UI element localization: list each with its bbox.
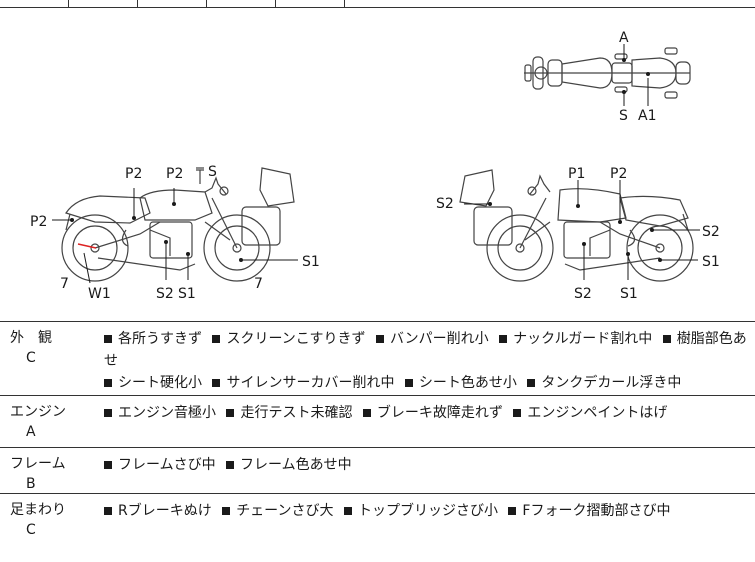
motorcycle-right-view-icon — [459, 169, 694, 282]
motorcycle-top-view-icon — [524, 47, 691, 99]
motorcycle-left-view-icon — [61, 167, 295, 282]
section-grade: B — [26, 476, 36, 492]
detail-item: エンジンペイントはげ — [527, 405, 668, 421]
diagram-label: S2 — [574, 286, 592, 302]
diagram-label: S — [208, 164, 217, 180]
bullet-square-icon — [226, 408, 235, 417]
diagram-label: S2 — [156, 286, 174, 302]
diagram-label: 7 — [60, 276, 69, 292]
condition-row-engine: エンジン A エンジン音極小 走行テスト未確認 ブレーキ故障走れず エンジンペイ… — [0, 396, 755, 448]
detail-item: 各所うすきず — [118, 331, 202, 347]
bullet-square-icon — [499, 334, 508, 343]
top-table-strip — [0, 0, 755, 8]
section-details: 各所うすきず スクリーンこすりきず バンパー削れ小 ナックルガード割れ中 樹脂部… — [104, 328, 747, 394]
section-details: フレームさび中 フレーム色あせ中 — [104, 454, 747, 476]
diagram-label: S1 — [620, 286, 638, 302]
section-name: フレーム — [10, 456, 66, 472]
section-name: 足まわり — [10, 502, 66, 518]
bullet-square-icon — [104, 378, 112, 387]
table-cell — [207, 0, 276, 7]
bullet-square-icon — [362, 408, 371, 417]
section-details: Rブレーキぬけ チェーンさび大 トップブリッジさび小 Fフォーク摺動部さび中 — [104, 500, 747, 522]
table-cell — [276, 0, 345, 7]
detail-item: スクリーンこすりきず — [226, 331, 366, 347]
detail-item: サイレンサーカバー削れ中 — [226, 375, 395, 391]
detail-item: ブレーキ故障走れず — [376, 405, 503, 421]
detail-line: Rブレーキぬけ チェーンさび大 トップブリッジさび小 Fフォーク摺動部さび中 — [104, 500, 747, 522]
diagram-label: S2 — [436, 196, 454, 212]
detail-item: トップブリッジさび小 — [357, 503, 498, 519]
diagram-label: A1 — [638, 108, 656, 124]
detail-line: エンジン音極小 走行テスト未確認 ブレーキ故障走れず エンジンペイントはげ — [104, 402, 747, 424]
detail-item: バンパー削れ小 — [389, 331, 489, 347]
diagram-label: S2 — [702, 224, 720, 240]
diagram-label: P2 — [30, 214, 47, 230]
diagram-label: P2 — [125, 166, 142, 182]
damage-diagram: A S A1 P2 P2 S P2 7 W1 S2 S1 7 S1 P1 P2 … — [0, 8, 755, 322]
diagram-label: P1 — [568, 166, 585, 182]
detail-item: シート硬化小 — [118, 375, 202, 391]
bullet-square-icon — [104, 408, 112, 417]
section-details: エンジン音極小 走行テスト未確認 ブレーキ故障走れず エンジンペイントはげ — [104, 402, 747, 424]
bullet-square-icon — [527, 378, 536, 387]
section-grade: C — [26, 350, 36, 366]
bullet-square-icon — [343, 506, 352, 515]
bullet-square-icon — [404, 378, 413, 387]
diagram-label: S1 — [702, 254, 720, 270]
detail-item: Fフォーク摺動部さび中 — [522, 503, 671, 519]
bullet-square-icon — [662, 334, 671, 343]
detail-line: フレームさび中 フレーム色あせ中 — [104, 454, 747, 476]
diagram-label: W1 — [88, 286, 111, 302]
detail-item: チェーンさび大 — [236, 503, 334, 519]
table-cell — [138, 0, 207, 7]
bullet-square-icon — [104, 460, 112, 469]
diagram-label: P2 — [166, 166, 183, 182]
diagram-label: P2 — [610, 166, 627, 182]
bullet-square-icon — [104, 334, 112, 343]
condition-row-exterior: 外 観 C 各所うすきず スクリーンこすりきず バンパー削れ小 ナックルガード割… — [0, 322, 755, 396]
detail-item: シート色あせ小 — [418, 375, 517, 391]
detail-item: フレーム色あせ中 — [240, 457, 352, 473]
detail-item: タンクデカール浮き中 — [541, 375, 682, 391]
bullet-square-icon — [212, 334, 221, 343]
diagram-label: 7 — [254, 276, 263, 292]
detail-line: シート硬化小 サイレンサーカバー削れ中 シート色あせ小 タンクデカール浮き中 — [104, 372, 747, 394]
diagram-label: S1 — [178, 286, 196, 302]
detail-item: エンジン音極小 — [118, 405, 216, 421]
detail-item: 樹脂部色あせ — [104, 331, 747, 369]
bullet-square-icon — [222, 506, 231, 515]
detail-item: Rブレーキぬけ — [118, 503, 212, 519]
detail-item: 走行テスト未確認 — [240, 405, 353, 421]
section-grade: A — [26, 424, 36, 440]
section-name: エンジン — [10, 404, 66, 420]
table-cell — [0, 0, 69, 7]
condition-row-frame: フレーム B フレームさび中 フレーム色あせ中 — [0, 448, 755, 494]
section-grade: C — [26, 522, 36, 538]
bullet-square-icon — [375, 334, 384, 343]
bullet-square-icon — [212, 378, 221, 387]
bullet-square-icon — [513, 408, 522, 417]
condition-row-suspension: 足まわり C Rブレーキぬけ チェーンさび大 トップブリッジさび小 Fフォーク摺… — [0, 494, 755, 562]
bullet-square-icon — [508, 506, 517, 515]
diagram-label: S1 — [302, 254, 320, 270]
detail-item: フレームさび中 — [118, 457, 216, 473]
section-name: 外 観 — [10, 330, 52, 346]
bullet-square-icon — [104, 506, 112, 515]
table-cell — [69, 0, 138, 7]
detail-line: 各所うすきず スクリーンこすりきず バンパー削れ小 ナックルガード割れ中 樹脂部… — [104, 328, 747, 372]
diagram-label: A — [619, 30, 629, 46]
motorcycle-diagram-svg: A S A1 P2 P2 S P2 7 W1 S2 S1 7 S1 P1 P2 … — [30, 30, 720, 302]
bullet-square-icon — [226, 460, 235, 469]
condition-table: 外 観 C 各所うすきず スクリーンこすりきず バンパー削れ小 ナックルガード割… — [0, 322, 755, 562]
diagram-label: S — [619, 108, 628, 124]
detail-item: ナックルガード割れ中 — [513, 331, 653, 347]
